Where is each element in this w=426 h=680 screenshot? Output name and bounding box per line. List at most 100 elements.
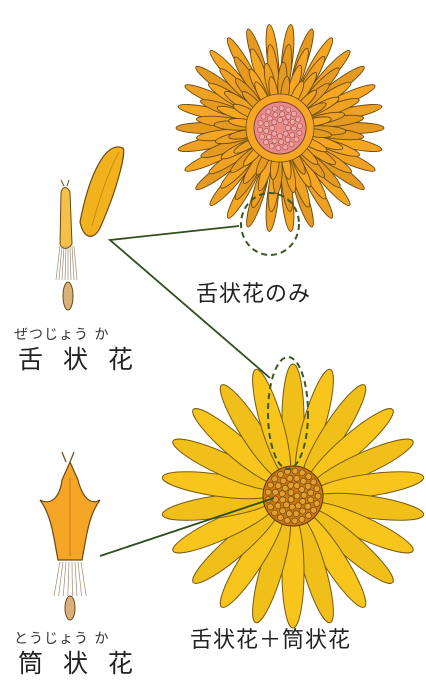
- double-flower-center-dot: [297, 130, 302, 135]
- ray-floret-pappus: [70, 246, 71, 280]
- single-flower-disc-floret: [286, 511, 292, 517]
- double-flower-center-dot: [285, 125, 290, 130]
- single-flower-disc-floret: [288, 490, 294, 496]
- double-flower-center-dot: [258, 120, 263, 125]
- single-flower-disc-floret: [308, 490, 314, 496]
- double-flower-center-dot: [259, 134, 264, 139]
- single-flower-disc-floret: [300, 508, 306, 514]
- single-flower-disc-floret: [299, 516, 305, 522]
- single-flower-disc-floret: [295, 503, 301, 509]
- double-flower-center-dot: [266, 109, 271, 114]
- single-flower-illustration: [161, 364, 425, 628]
- single-flower-disc-floret: [315, 493, 321, 499]
- double-flower-center-dot: [273, 112, 278, 117]
- ray-floret-pappus: [65, 246, 66, 280]
- ray-floret-tube: [60, 188, 72, 249]
- double-flower-center-dot: [276, 145, 281, 150]
- double-flower-center-dot: [269, 125, 274, 130]
- double-flower-center-dot: [263, 140, 268, 145]
- double-flower-center-dot: [272, 106, 277, 111]
- single-flower-disc-floret: [280, 478, 286, 484]
- single-flower-disc-floret: [288, 482, 294, 488]
- single-flower-disc-floret: [280, 508, 286, 514]
- double-flower-center-dot: [285, 137, 290, 142]
- single-flower-disc-floret: [288, 497, 294, 503]
- ray-floret-pappus: [72, 246, 74, 280]
- single-flower-disc-floret: [294, 475, 300, 481]
- single-flower-disc-floret: [268, 482, 274, 488]
- single-flower-disc-floret: [275, 483, 281, 489]
- single-flower-disc-floret: [283, 502, 289, 508]
- single-flower-disc-floret: [305, 503, 311, 509]
- double-flower-center-dot: [272, 120, 277, 125]
- double-flower-center-dot: [291, 111, 296, 116]
- double-flower-center-dot: [294, 137, 299, 142]
- single-flower-disc-floret: [299, 470, 305, 476]
- double-flower-center-dot: [290, 132, 295, 137]
- single-flower-disc-floret: [294, 483, 300, 489]
- disc-floret-pappus: [78, 562, 82, 596]
- double-flower-center-dot: [296, 117, 301, 122]
- double-flower-illustration: [176, 24, 384, 232]
- ray-floret-pappus: [74, 246, 77, 280]
- disc-floret-style: [62, 452, 74, 462]
- double-flower-center-dot: [283, 131, 288, 136]
- single-flower-disc-floret: [314, 486, 320, 492]
- single-flower-disc-floret: [289, 504, 295, 510]
- double-flower-center-dot: [264, 128, 269, 133]
- double-flower-center-dot: [277, 133, 282, 138]
- single-flower-disc-floret: [275, 503, 281, 509]
- ray-plus-disc-caption: 舌状花＋筒状花: [190, 622, 351, 654]
- disc-floret-pappus: [75, 562, 77, 596]
- single-flower-disc-floret: [277, 515, 283, 521]
- single-flower-disc-floret: [272, 476, 278, 482]
- double-flower-center-dot: [290, 119, 295, 124]
- double-flower-center-dot: [280, 112, 285, 117]
- double-flower-center-dot: [283, 145, 288, 150]
- single-flower-disc-floret: [293, 511, 299, 517]
- double-flower-center-dot: [267, 134, 272, 139]
- single-flower-disc-floret: [308, 497, 314, 503]
- double-flower-center-dot: [283, 120, 288, 125]
- single-flower-disc-floret: [265, 489, 271, 495]
- single-flower-disc-floret: [311, 507, 317, 513]
- single-flower-disc-floret: [279, 491, 285, 497]
- single-flower-disc-floret: [311, 479, 317, 485]
- single-flower-disc-floret: [294, 493, 300, 499]
- single-flower-disc-floret: [272, 510, 278, 516]
- ray-floret-ovary: [63, 282, 73, 310]
- ray-floret-style: [61, 180, 69, 186]
- ray-only-caption: 舌状花のみ: [196, 276, 311, 308]
- double-flower-center-dot: [264, 122, 269, 127]
- double-flower-center-dot: [272, 131, 277, 136]
- single-flower-disc-floret: [292, 518, 298, 524]
- single-flower-disc-floret: [300, 478, 306, 484]
- double-flower-center-dot: [286, 107, 291, 112]
- double-flower-center-dot: [286, 114, 291, 119]
- single-flower-disc-floret: [280, 497, 286, 503]
- double-flower-center-dot: [279, 139, 284, 144]
- single-flower-disc-floret: [278, 471, 284, 477]
- single-flower-disc-floret: [306, 474, 312, 480]
- single-flower-disc-floret: [287, 475, 293, 481]
- single-flower-disc-floret: [306, 513, 312, 519]
- disc-floret-pappus: [63, 562, 66, 596]
- single-flower-disc-floret: [301, 492, 307, 498]
- double-flower-center-dot: [277, 117, 282, 122]
- single-flower-disc-floret: [272, 489, 278, 495]
- double-flower-center-dot: [258, 127, 263, 132]
- disc-floret-illustration: [40, 452, 100, 620]
- single-flower-disc-floret: [284, 517, 290, 523]
- single-flower-disc-floret: [314, 501, 320, 507]
- double-flower-center-dot: [261, 114, 266, 119]
- double-flower-center-dot: [289, 142, 294, 147]
- disc-floret-ovary: [65, 596, 75, 620]
- ray-floret-term: 舌 状 花: [18, 340, 139, 376]
- single-flower-disc-floret: [299, 486, 305, 492]
- single-flower-disc-floret: [282, 485, 288, 491]
- double-flower-center-dot: [267, 116, 272, 121]
- single-flower-disc-floret: [267, 504, 273, 510]
- double-flower-center-dot: [269, 144, 274, 149]
- disc-floret-pappus: [68, 562, 69, 596]
- double-flower-center-dot: [297, 124, 302, 129]
